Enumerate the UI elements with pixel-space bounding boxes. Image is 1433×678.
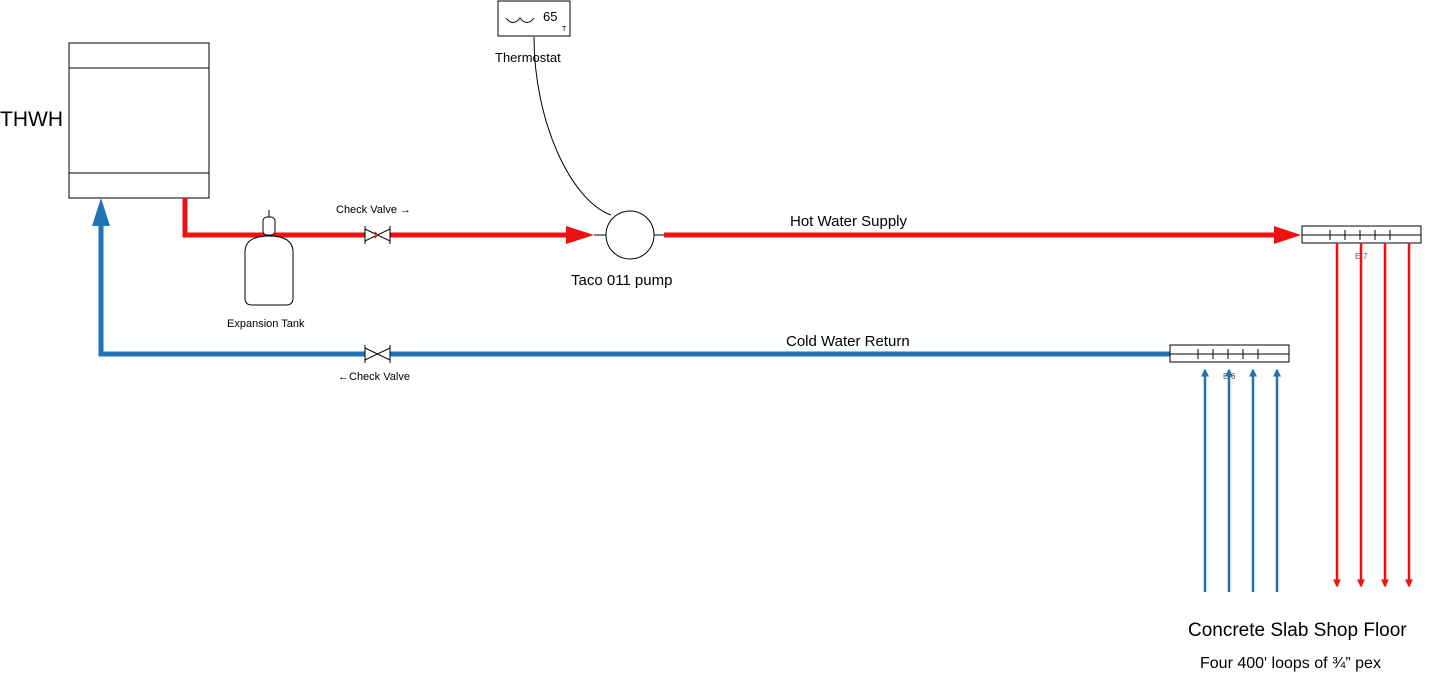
thermostat-label: Thermostat bbox=[495, 50, 561, 65]
hot-supply-pipe bbox=[182, 198, 1301, 244]
expansion-tank-label: Expansion Tank bbox=[227, 318, 305, 330]
thermostat-setpoint: 65 bbox=[543, 9, 558, 24]
cold-return-label: Cold Water Return bbox=[786, 333, 910, 350]
floor-subtitle: Four 400' loops of ¾” pex bbox=[1200, 655, 1381, 672]
hot-floor-loops bbox=[1333, 243, 1413, 588]
expansion-tank bbox=[244, 210, 294, 306]
thermostat-wire bbox=[533, 36, 612, 216]
hot-supply-label: Hot Water Supply bbox=[790, 213, 907, 230]
heater-label: THWH bbox=[0, 108, 63, 131]
check-valve-supply-label: Check Valve → bbox=[336, 204, 411, 216]
pump-symbol bbox=[605, 210, 655, 260]
floor-title: Concrete Slab Shop Floor bbox=[1188, 620, 1407, 641]
cold-return-pipe bbox=[92, 198, 1170, 357]
pump-label: Taco 011 pump bbox=[571, 272, 673, 289]
thermostat-box bbox=[497, 0, 571, 37]
check-valve-return-label: ←Check Valve bbox=[338, 371, 410, 383]
check-valve-supply-symbol bbox=[364, 226, 391, 244]
water-heater bbox=[68, 42, 210, 199]
return-manifold bbox=[1169, 344, 1290, 363]
check-valve-return-symbol bbox=[364, 345, 391, 363]
supply-manifold-label: E-7 bbox=[1355, 252, 1368, 261]
thermostat-mark: T bbox=[562, 26, 567, 33]
cold-floor-loops bbox=[1201, 368, 1281, 592]
return-manifold-label: E-6 bbox=[1223, 372, 1236, 381]
supply-manifold bbox=[1301, 225, 1422, 244]
